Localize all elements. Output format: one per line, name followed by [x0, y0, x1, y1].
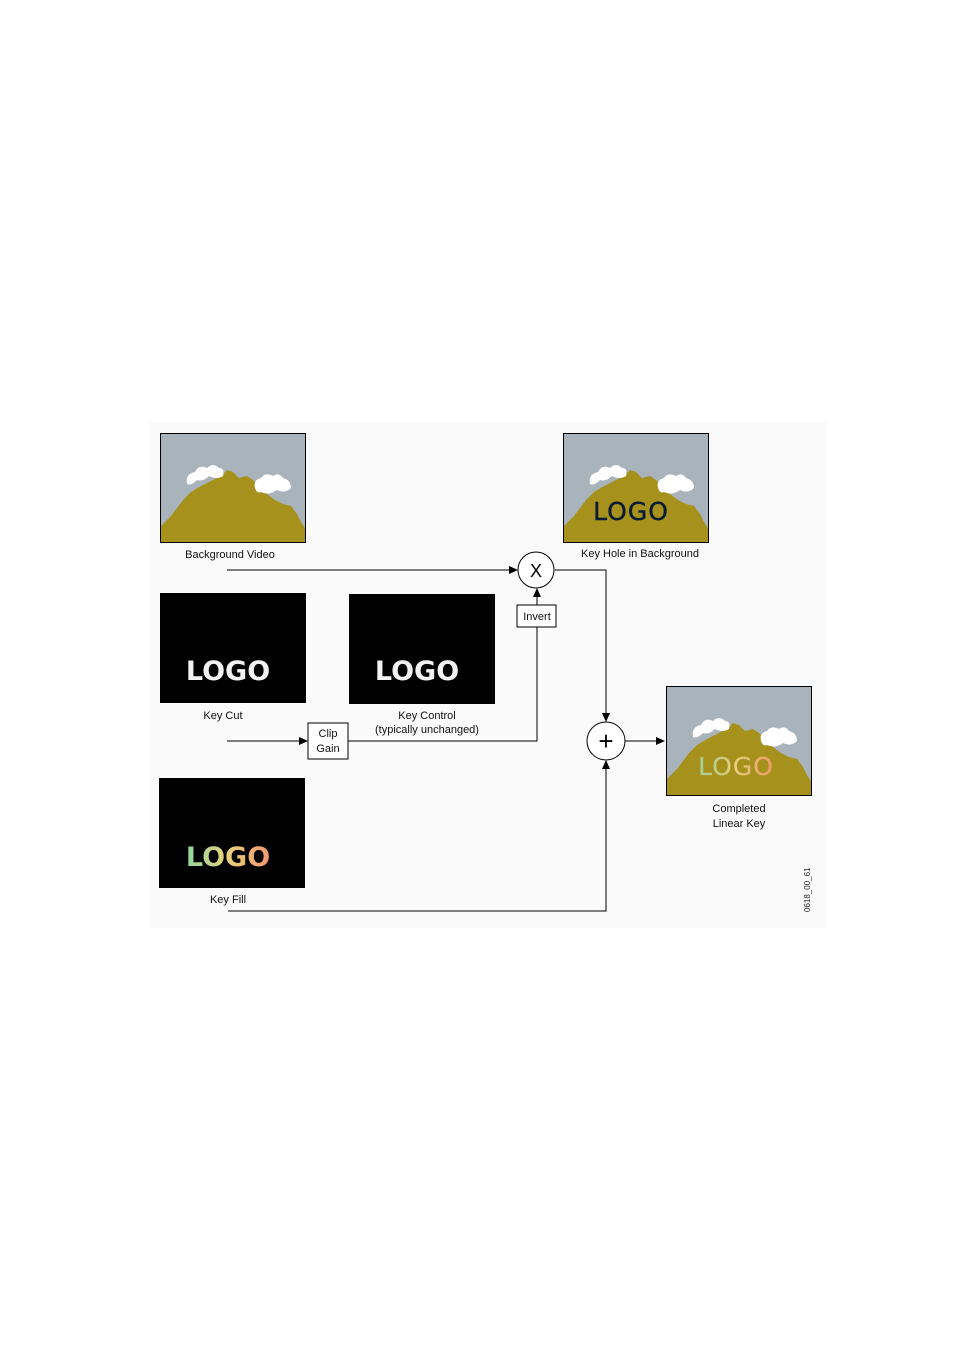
key-fill-thumbnail	[159, 778, 305, 888]
completed-sublabel: Linear Key	[713, 818, 766, 830]
key-cut-logo: LOGO	[186, 656, 270, 687]
invert-box: Invert	[516, 604, 557, 628]
figure-id: 0618_00_61	[803, 867, 812, 912]
key-control-sublabel: (typically unchanged)	[375, 724, 479, 736]
completed-label: Completed	[712, 803, 765, 815]
completed-key-thumbnail: LOGO	[666, 686, 812, 796]
multiply-symbol: X	[530, 561, 542, 581]
key-hole-label: Key Hole in Background	[581, 548, 699, 560]
multiply-node: X	[517, 551, 555, 589]
background-video-thumbnail	[160, 433, 306, 543]
key-control-thumbnail	[349, 594, 495, 704]
key-hole-logo: LOGO	[593, 497, 669, 526]
gain-label: Gain	[316, 743, 339, 755]
key-fill-label: Key Fill	[210, 894, 246, 906]
key-fill-logo: LOGO	[186, 842, 270, 873]
key-control-label: Key Control	[398, 710, 455, 722]
completed-key-logo: LOGO	[698, 752, 774, 781]
clip-label: Clip	[319, 728, 338, 740]
connector-lines	[227, 566, 665, 912]
adder-node: +	[586, 721, 626, 761]
key-cut-label: Key Cut	[203, 710, 242, 722]
key-hole-thumbnail: LOGO	[563, 433, 709, 543]
key-cut-thumbnail	[160, 593, 306, 703]
adder-symbol: +	[598, 726, 613, 756]
invert-label: Invert	[523, 611, 551, 623]
background-video-label: Background Video	[185, 549, 275, 561]
clip-gain-box: Clip Gain	[307, 722, 349, 760]
key-control-logo: LOGO	[375, 656, 459, 687]
